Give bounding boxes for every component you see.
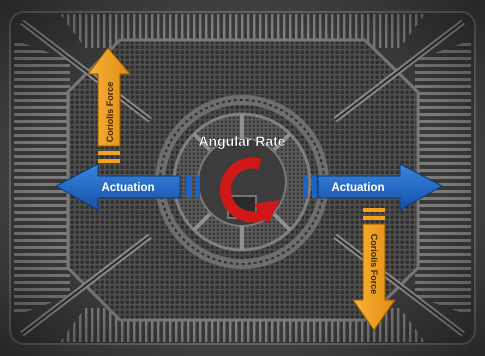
rotation-arrow — [219, 157, 280, 224]
rotation-arc — [219, 157, 272, 223]
actuation-bar-left-2 — [195, 176, 200, 198]
coriolis-bottom-bar-1 — [363, 208, 385, 212]
actuation-bar-left-1 — [186, 176, 191, 198]
actuation-arrow-left — [54, 163, 181, 211]
actuation-arrow-right — [317, 163, 444, 211]
angular-rate-label: Angular Rate — [198, 133, 285, 149]
actuation-arrow — [54, 163, 444, 211]
coriolis-arrow-top — [86, 47, 132, 163]
left-comb-drive — [14, 40, 70, 316]
coriolis-bottom-bar-2 — [363, 216, 385, 220]
actuation-right-label: Actuation — [331, 182, 384, 194]
rotation-arrowhead — [254, 200, 280, 224]
coriolis-top-bar-1 — [98, 151, 120, 155]
actuation-left-label: Actuation — [101, 182, 154, 194]
actuation-bar-right-2 — [312, 176, 317, 198]
coriolis-bottom-label: Coriolis Force — [369, 234, 379, 295]
coriolis-top-bar-2 — [98, 159, 120, 163]
coriolis-top-label: Coriolis Force — [105, 82, 115, 143]
actuation-bar-right-1 — [303, 176, 308, 198]
coriolis-arrow-bottom — [352, 208, 396, 331]
